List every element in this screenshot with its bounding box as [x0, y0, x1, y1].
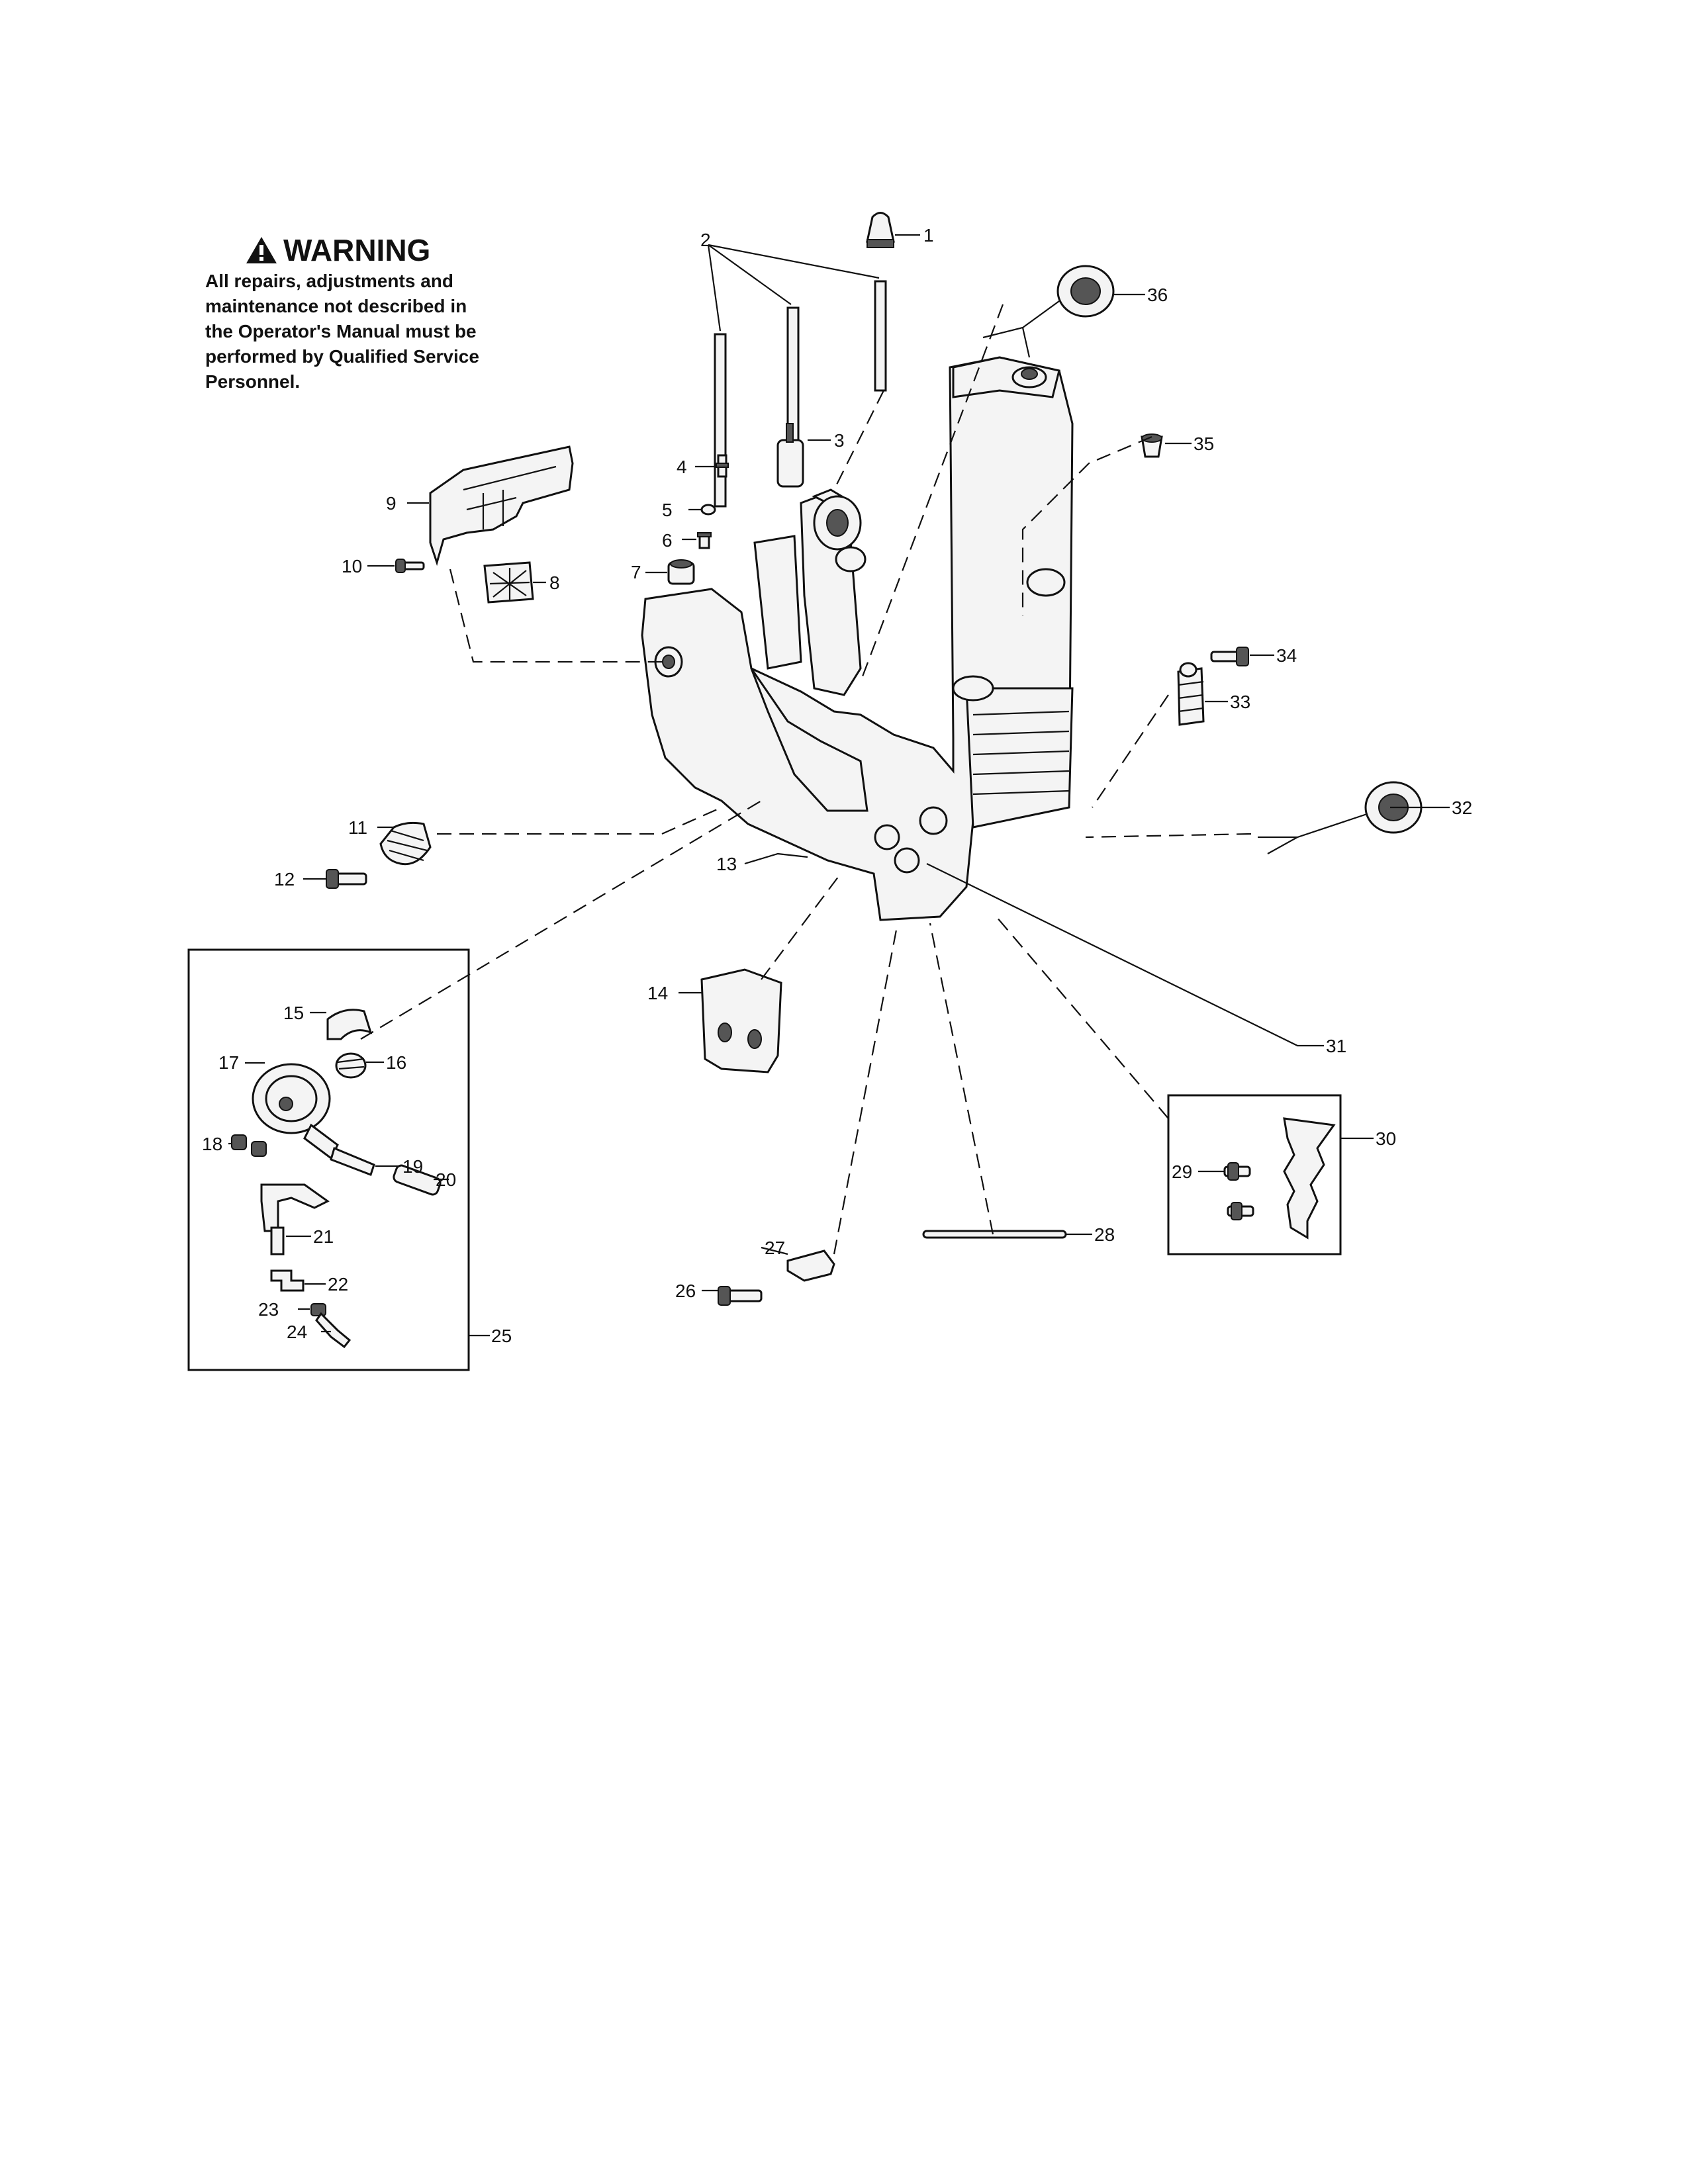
callout-14: 14: [647, 983, 668, 1003]
callout-18: 18: [202, 1134, 222, 1154]
callout-22: 22: [328, 1274, 348, 1295]
callout-labels: 1 2 3 4 5 6 7 8 9 10 11 12 13 14 15 16 1…: [202, 225, 1472, 1346]
part-3-fuel-filter: [776, 423, 804, 488]
callout-28: 28: [1094, 1224, 1115, 1245]
warning-title: WARNING: [283, 233, 431, 267]
callout-9: 9: [386, 493, 397, 514]
warning-text: All repairs, adjustments and maintenance…: [205, 271, 479, 392]
part-29-screw-upper: [1223, 1162, 1251, 1181]
callout-27: 27: [765, 1238, 785, 1258]
part-32-fuel-cap: [1258, 781, 1423, 854]
callout-5: 5: [662, 500, 673, 520]
callout-2: 2: [700, 230, 711, 250]
part-6-valve: [697, 532, 712, 549]
part-30-bumper-spike: [1283, 1117, 1336, 1240]
callout-16: 16: [386, 1052, 406, 1073]
part-12-bolt: [326, 869, 367, 889]
part-22-elbow: [270, 1269, 305, 1292]
callout-34: 34: [1276, 645, 1297, 666]
warning-heading: WARNING: [245, 233, 616, 267]
leader-lines: [228, 234, 1450, 1337]
callout-17: 17: [218, 1052, 239, 1073]
part-4-fitting: [716, 454, 729, 478]
warning-triangle-icon: [246, 237, 277, 263]
callout-10: 10: [342, 556, 362, 576]
part-10-screw: [395, 559, 425, 573]
callout-32: 32: [1452, 797, 1472, 818]
part-35-plug: [1141, 433, 1163, 458]
part-33-spring: [1177, 662, 1205, 726]
part-19-worm-gear: [330, 1146, 375, 1176]
part-17-pump-body: [252, 1063, 339, 1160]
part-26-screw: [718, 1286, 763, 1306]
callout-8: 8: [549, 572, 560, 593]
callout-33: 33: [1230, 692, 1250, 712]
assembly-lines: [360, 304, 1252, 1255]
callout-19: 19: [402, 1156, 423, 1177]
part-28-pin: [922, 1230, 1067, 1239]
callout-36: 36: [1147, 285, 1168, 305]
part-7-bushing: [667, 559, 695, 585]
callout-1: 1: [923, 225, 934, 246]
part-36-oil-cap: [982, 265, 1115, 358]
part-34-screw: [1210, 647, 1249, 666]
callout-25: 25: [491, 1326, 512, 1346]
part-25-box: [187, 948, 470, 1371]
warning-notice: WARNING All repairs, adjustments and mai…: [205, 233, 616, 394]
callout-30: 30: [1376, 1128, 1396, 1149]
chassis-crankcase: [641, 356, 1074, 921]
part-1-knob: [866, 212, 895, 248]
part-11-spring: [379, 821, 432, 866]
part-15-cover: [326, 1009, 373, 1040]
part-9-cover: [429, 445, 574, 567]
part-18-screw-upper: [231, 1134, 247, 1150]
callout-6: 6: [662, 530, 673, 551]
part-20-drive-pin: [393, 1164, 442, 1196]
callout-21: 21: [313, 1226, 334, 1247]
part-14-guide-plate: [700, 968, 782, 1073]
callout-12: 12: [274, 869, 295, 889]
callout-26: 26: [675, 1281, 696, 1301]
callout-3: 3: [834, 430, 845, 451]
part-27-bracket: [786, 1250, 835, 1282]
callout-7: 7: [631, 562, 641, 582]
callout-35: 35: [1194, 433, 1214, 454]
callout-31: 31: [1326, 1036, 1346, 1056]
part-5-grommet: [700, 504, 716, 516]
part-8-filter-screen: [483, 561, 534, 604]
part-30-box: [1167, 1094, 1342, 1255]
callout-24: 24: [287, 1322, 307, 1342]
part-21-adjuster: [260, 1183, 330, 1255]
callout-23: 23: [258, 1299, 279, 1320]
callout-20: 20: [436, 1169, 456, 1190]
callout-4: 4: [677, 457, 687, 477]
callout-11: 11: [348, 817, 367, 838]
part-16-spring: [335, 1052, 367, 1079]
part-29-screw-lower: [1227, 1202, 1254, 1220]
part-2-rod-left: [714, 333, 727, 508]
callout-29: 29: [1172, 1161, 1192, 1182]
callout-15: 15: [283, 1003, 304, 1023]
part-18-screw-lower: [251, 1141, 267, 1157]
part-2-rod-right: [874, 280, 887, 392]
callout-13: 13: [716, 854, 737, 874]
part-23-24-hose: [310, 1303, 352, 1349]
